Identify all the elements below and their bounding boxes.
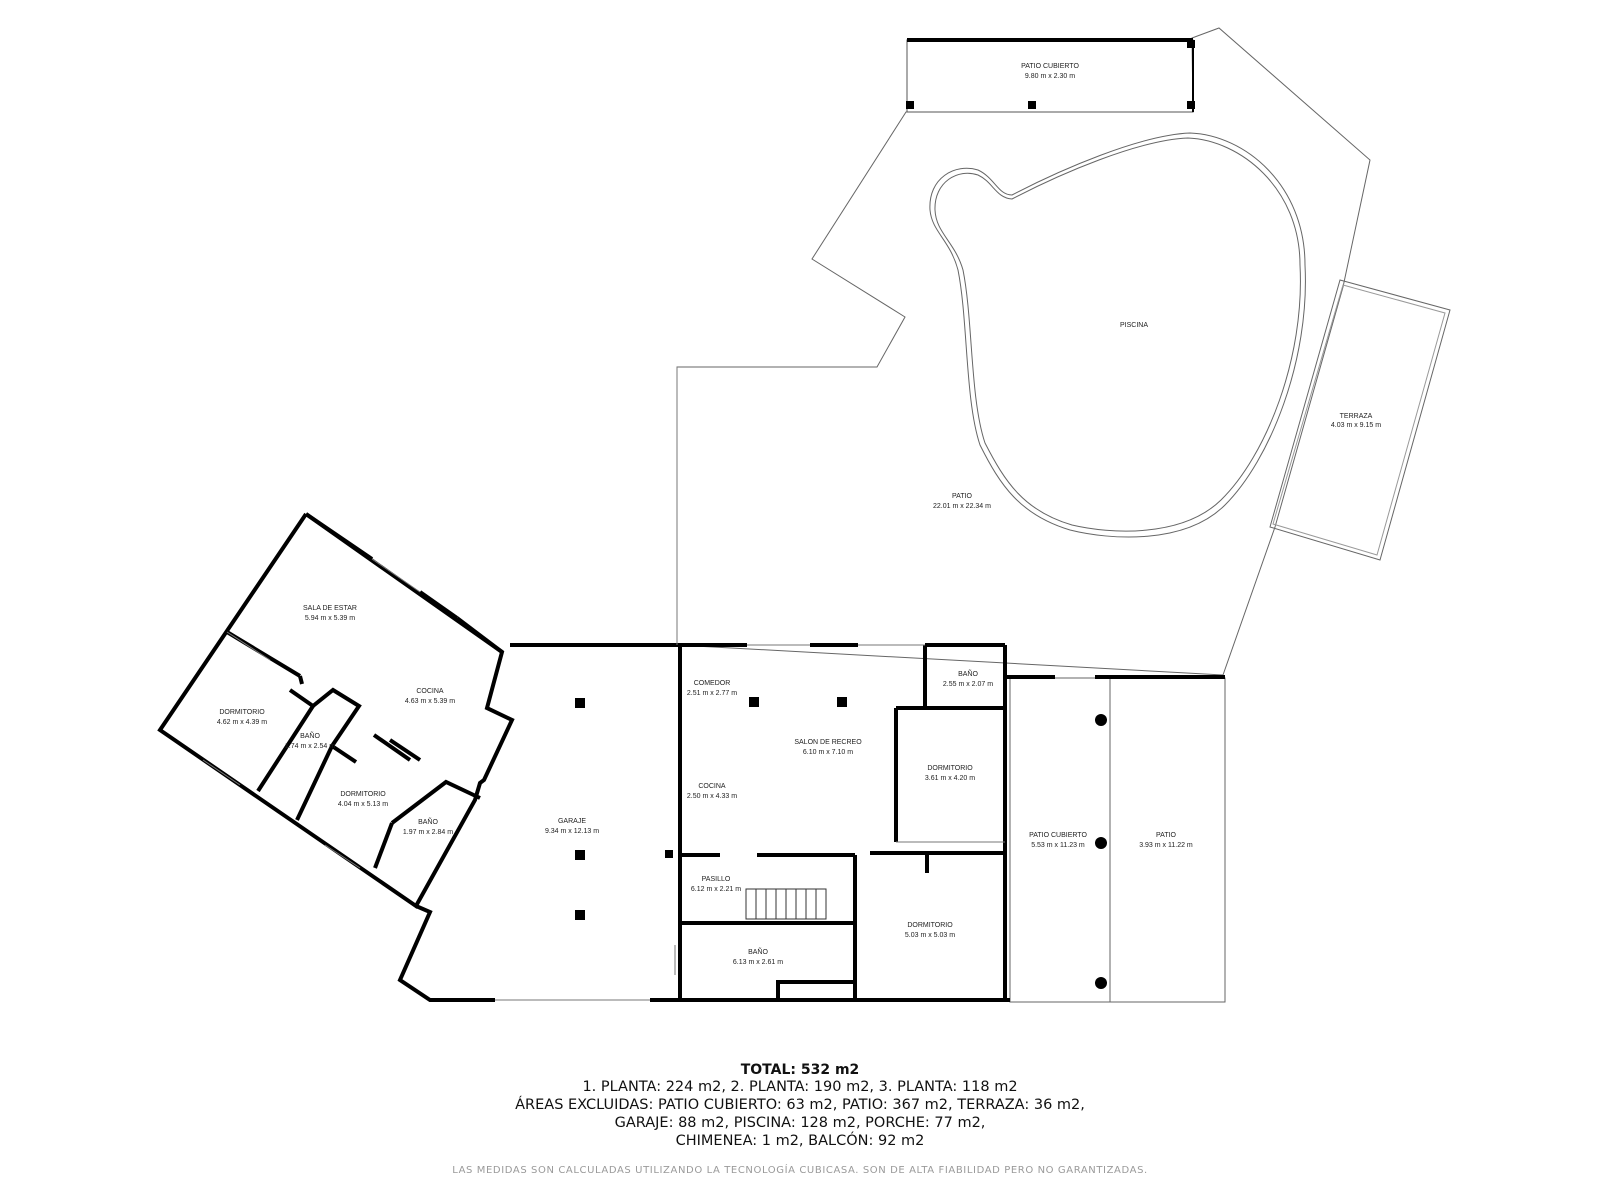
terraza-outline-inner [1272, 284, 1446, 556]
room-dims-patio: 22.01 m x 22.34 m [933, 503, 991, 510]
room-label-dormitorio-right1: DORMITORIO [927, 765, 973, 772]
room-dims-patio-cubierto-right: 5.53 m x 11.23 m [1031, 842, 1085, 849]
floor-plan: PATIO CUBIERTO 9.80 m x 2.30 m PISCINA T… [157, 27, 1451, 1003]
room-dims-cocina-center: 2.50 m x 4.33 m [687, 793, 737, 800]
summary-line-3: GARAJE: 88 m2, PISCINA: 128 m2, PORCHE: … [614, 1115, 986, 1131]
room-dims-dormitorio-right2: 5.03 m x 5.03 m [905, 932, 955, 939]
room-label-sala-de-estar: SALA DE ESTAR [303, 605, 357, 612]
room-labels: PATIO CUBIERTO 9.80 m x 2.30 m PISCINA T… [217, 63, 1381, 966]
patio-right-outline [1109, 677, 1226, 1003]
room-label-comedor: COMEDOR [694, 680, 731, 687]
room-dims-comedor: 2.51 m x 2.77 m [687, 690, 737, 697]
room-label-dormitorio-right2: DORMITORIO [907, 922, 953, 929]
room-dims-bano-left1: 1.74 m x 2.54 m [285, 743, 335, 750]
room-label-patio: PATIO [952, 493, 973, 500]
room-dims-bano-top: 2.55 m x 2.07 m [943, 681, 993, 688]
patio-cubierto-top [906, 38, 1195, 113]
summary-line-4: CHIMENEA: 1 m2, BALCÓN: 92 m2 [675, 1133, 925, 1149]
pool-outline-inner [934, 137, 1301, 532]
room-label-bano-left1: BAÑO [300, 731, 320, 740]
room-label-piscina: PISCINA [1120, 322, 1148, 329]
room-label-dormitorio-left1: DORMITORIO [219, 709, 265, 716]
room-label-terraza: TERRAZA [1340, 413, 1373, 420]
room-label-bano-left2: BAÑO [418, 817, 438, 826]
room-dims-cocina-left: 4.63 m x 5.39 m [405, 698, 455, 705]
room-dims-dormitorio-left2: 4.04 m x 5.13 m [338, 801, 388, 808]
room-dims-terraza: 4.03 m x 9.15 m [1331, 422, 1381, 429]
room-dims-dormitorio-left1: 4.62 m x 4.39 m [217, 719, 267, 726]
room-dims-bano-left2: 1.97 m x 2.84 m [403, 829, 453, 836]
room-dims-sala-de-estar: 5.94 m x 5.39 m [305, 615, 355, 622]
patio-outline [676, 27, 1371, 676]
summary-line-1: 1. PLANTA: 224 m2, 2. PLANTA: 190 m2, 3.… [582, 1079, 1018, 1095]
details [202, 367, 1005, 1001]
terraza-outline [1269, 279, 1451, 561]
room-label-garaje: GARAJE [558, 818, 586, 825]
room-label-bano-top: BAÑO [958, 669, 978, 678]
room-dims-salon-de-recreo: 6.10 m x 7.10 m [803, 749, 853, 756]
room-label-pasillo: PASILLO [702, 876, 731, 883]
room-label-patio-cubierto-top: PATIO CUBIERTO [1021, 63, 1079, 70]
room-label-cocina-center: COCINA [698, 783, 726, 790]
pool-outline [929, 132, 1306, 538]
total-area: TOTAL: 532 m2 [740, 1062, 860, 1078]
summary-line-2: ÁREAS EXCLUIDAS: PATIO CUBIERTO: 63 m2, … [515, 1097, 1085, 1113]
room-label-patio-right: PATIO [1156, 832, 1177, 839]
room-dims-dormitorio-right1: 3.61 m x 4.20 m [925, 775, 975, 782]
room-dims-pasillo: 6.12 m x 2.21 m [691, 886, 741, 893]
stairs [745, 888, 827, 920]
room-label-dormitorio-left2: DORMITORIO [340, 791, 386, 798]
room-dims-patio-right: 3.93 m x 11.22 m [1139, 842, 1193, 849]
room-label-patio-cubierto-right: PATIO CUBIERTO [1029, 832, 1087, 839]
room-dims-patio-cubierto-top: 9.80 m x 2.30 m [1025, 73, 1075, 80]
room-label-salon-de-recreo: SALON DE RECREO [794, 739, 862, 746]
columns [575, 697, 1107, 989]
left-wing-outer-wall [157, 512, 515, 909]
room-label-bano-bottom: BAÑO [748, 947, 768, 956]
outdoor-outlines [676, 27, 1451, 1003]
patio-cubierto-right-outline [1009, 677, 1111, 1003]
room-dims-bano-bottom: 6.13 m x 2.61 m [733, 959, 783, 966]
disclaimer: LAS MEDIDAS SON CALCULADAS UTILIZANDO LA… [452, 1165, 1148, 1176]
room-label-cocina-left: COCINA [416, 688, 444, 695]
walls [157, 512, 1225, 1002]
room-dims-garaje: 9.34 m x 12.13 m [545, 828, 599, 835]
